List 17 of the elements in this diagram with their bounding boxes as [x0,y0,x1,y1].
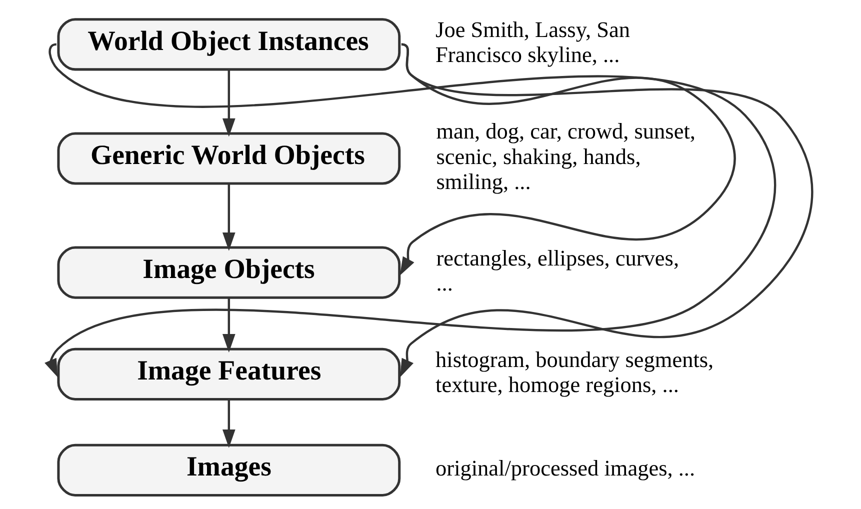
arrow [400,44,812,378]
node-box: Generic World Objects [56,132,400,185]
node-box: Image Features [56,348,400,400]
arrow [222,70,235,137]
arrow [222,184,235,251]
arrow [44,44,776,378]
arrow [222,400,235,448]
node-label: histogram, boundary segments, texture, homoge regions, ... [435,346,714,397]
arrow [399,44,736,276]
node-box: Image Objects [56,246,400,299]
node-label: rectangles, ellipses, curves, ... [436,245,679,296]
node-label: Joe Smith, Lassy, San Francisco skyline, ... [435,17,630,68]
node-box: World Object Instances [56,18,400,71]
node-label: original/processed images, ... [435,455,695,480]
node-box: Images [56,444,400,496]
arrow [222,298,235,352]
node-label: man, dog, car, crowd, sunset, scenic, shaking, hands, smiling, ... [436,118,695,194]
